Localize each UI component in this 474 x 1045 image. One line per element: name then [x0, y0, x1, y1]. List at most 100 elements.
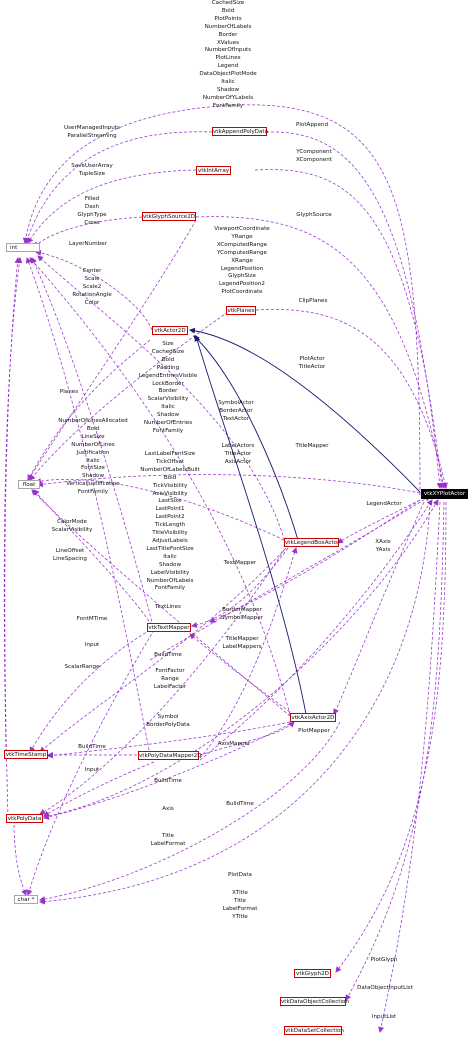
edge-polymapper-legend: [199, 547, 298, 759]
edge-label-line: LastPoint2: [155, 514, 185, 521]
edge-label-line: LabelFormat: [150, 840, 186, 847]
edge-polymapper-int: [25, 257, 151, 756]
edge-label-line: Range: [161, 675, 179, 682]
edge-label-line: Italic: [161, 404, 175, 411]
node-vtkpolydatamapper2d[interactable]: vtkPolyDataMapper2D: [138, 751, 202, 760]
edge-label-line: XTitle: [232, 890, 248, 896]
edge-label-line: GlyphSize: [228, 273, 256, 280]
edge-label-line: Filled: [84, 196, 100, 202]
edge-dataobjcoll-xy: [345, 501, 445, 1001]
edge-label-line: SymbolActor: [218, 400, 254, 406]
node-vtkintarray-label: vtkIntArray: [197, 168, 230, 174]
edge-label-line: FontFamily: [154, 585, 186, 592]
edge-textmapper-timestamp: [29, 629, 151, 753]
edge-label-line: NumberOfLabelsBuilt: [140, 466, 200, 473]
edge-label-line: TickOffset: [156, 458, 184, 465]
edge-label-line: Border: [218, 31, 238, 38]
node-vtkplanes-label: vtkPlanes: [227, 308, 255, 314]
edge-label-line: NumberOfLabels: [146, 577, 194, 584]
node-vtkdataobjectcollection-label: vtkDataObjectCollection: [281, 999, 349, 1005]
edge-label-line: AxisActor: [224, 458, 252, 465]
edge-label-line: XComponent: [296, 156, 332, 163]
edge-label-line: LastTitleFontSize: [146, 545, 194, 552]
edge-axis-polydata: [43, 723, 291, 820]
edge-label-line: AxisVisibility: [152, 490, 188, 497]
label-build-time-3: BuildTime: [150, 778, 186, 786]
node-float[interactable]: float: [18, 480, 40, 489]
edge-legend-actor2d: [193, 335, 299, 541]
node-vtkxyplotactor[interactable]: vtkXYPlotActor: [421, 489, 468, 499]
node-vtkappendpolydata[interactable]: vtkAppendPolyData: [212, 127, 268, 136]
edge-label-line: ViewportCoordinate: [214, 226, 270, 232]
edge-label-line: YRange: [231, 233, 253, 240]
node-vtkglyph2d[interactable]: vtkGlyph2D: [294, 969, 331, 978]
edge-label-line: LastPoint1: [155, 506, 185, 513]
node-vtkaxisactor2d[interactable]: vtkAxisActor2D: [290, 713, 336, 722]
label-data-object-input: DataObjectInputList: [352, 985, 418, 993]
label-input-2: Input: [80, 767, 104, 775]
edge-actor2d-float: [27, 339, 151, 481]
edge-label-line: NumberOfLines: [71, 441, 115, 448]
node-vtkplanes[interactable]: vtkPlanes: [226, 306, 256, 315]
node-vtkpolydata-label: vtkPolyData: [7, 816, 42, 822]
edge-label-line: Bold: [221, 7, 235, 14]
edge-label-line: ParallelStreaming: [67, 132, 117, 139]
edge-label-line: Scale2: [82, 283, 102, 290]
edge-xy-textmapper: [209, 499, 421, 623]
edge-label-line: AxisMapper: [217, 741, 251, 747]
label-text-lines: TextLines: [150, 604, 186, 612]
node-vtklegendboxactor-label: vtkLegendBoxActor: [285, 540, 340, 546]
node-vtkintarray[interactable]: vtkIntArray: [196, 166, 231, 175]
node-vtktimestamp[interactable]: vtkTimeStamp: [4, 750, 48, 759]
edge-label-line: ClipPlanes: [298, 298, 328, 304]
edge-label-line: SymbolMapper: [221, 614, 263, 621]
edge-label-line: PlotCoordinate: [221, 289, 263, 296]
label-font-mtime: FontMTime: [74, 616, 110, 624]
edge-textmapper-char: [26, 629, 155, 896]
edge-label-line: Legend: [217, 63, 239, 70]
label-plot-append: PlotAppend: [292, 122, 332, 130]
edge-axis-char: [39, 721, 341, 903]
node-int[interactable]: int: [6, 243, 40, 252]
edge-label-line: TitleMapper: [225, 636, 259, 642]
edge-label-line: LegendPosition2: [219, 281, 265, 288]
edge-label-line: ScalarRange: [64, 664, 100, 670]
edge-label-line: LegendEntriesVisible: [138, 372, 198, 379]
edge-datasetcoll-xy: [378, 501, 441, 1033]
edge-label-line: Shadow: [81, 473, 105, 480]
edge-label-line: BuildTime: [154, 652, 182, 658]
label-plot-glyph: PlotGlyph: [366, 957, 402, 965]
edge-label-line: Justification: [76, 449, 110, 456]
inheritance-edges: [189, 327, 421, 715]
node-vtklegendboxactor[interactable]: vtkLegendBoxActor: [284, 538, 339, 547]
node-vtkglyphsource2d[interactable]: vtkGlyphSource2D: [142, 212, 196, 221]
edge-label-line: LabelActors: [221, 443, 255, 449]
edge-label-line: TitleVisibility: [152, 530, 188, 537]
edge-label-line: Padding: [156, 364, 180, 371]
edge-label-line: PlotMapper: [298, 728, 330, 734]
edge-label-line: Input: [84, 642, 100, 648]
edge-label-line: ScalarVisibility: [51, 526, 93, 533]
edge-label-line: GlyphType: [77, 211, 107, 218]
edge-label-line: LockBorder: [152, 380, 184, 387]
node-vtkdataobjectcollection[interactable]: vtkDataObjectCollection: [280, 997, 349, 1006]
edge-label-line: TickVisibility: [152, 482, 188, 489]
edge-axis-timestamp: [47, 721, 291, 759]
edge-legend-polydata: [39, 549, 285, 815]
node-vtkpolydata[interactable]: vtkPolyData: [6, 814, 43, 823]
node-vtkdatasetcollection[interactable]: vtkDataSetCollection: [284, 1026, 344, 1035]
edge-label-line: Input: [84, 767, 100, 773]
edge-label-line: NumberOfYLabels: [202, 94, 254, 101]
edge-label-line: XRange: [231, 257, 253, 264]
node-vtktextmapper[interactable]: vtkTextMapper: [147, 623, 191, 632]
node-char[interactable]: char *: [14, 895, 38, 904]
edge-label-line: UserManagedInputs: [64, 125, 120, 131]
edge-polydata-int: [4, 257, 21, 818]
node-char-label: char *: [17, 897, 35, 903]
node-vtkactor2d[interactable]: vtkActor2D: [152, 326, 188, 335]
